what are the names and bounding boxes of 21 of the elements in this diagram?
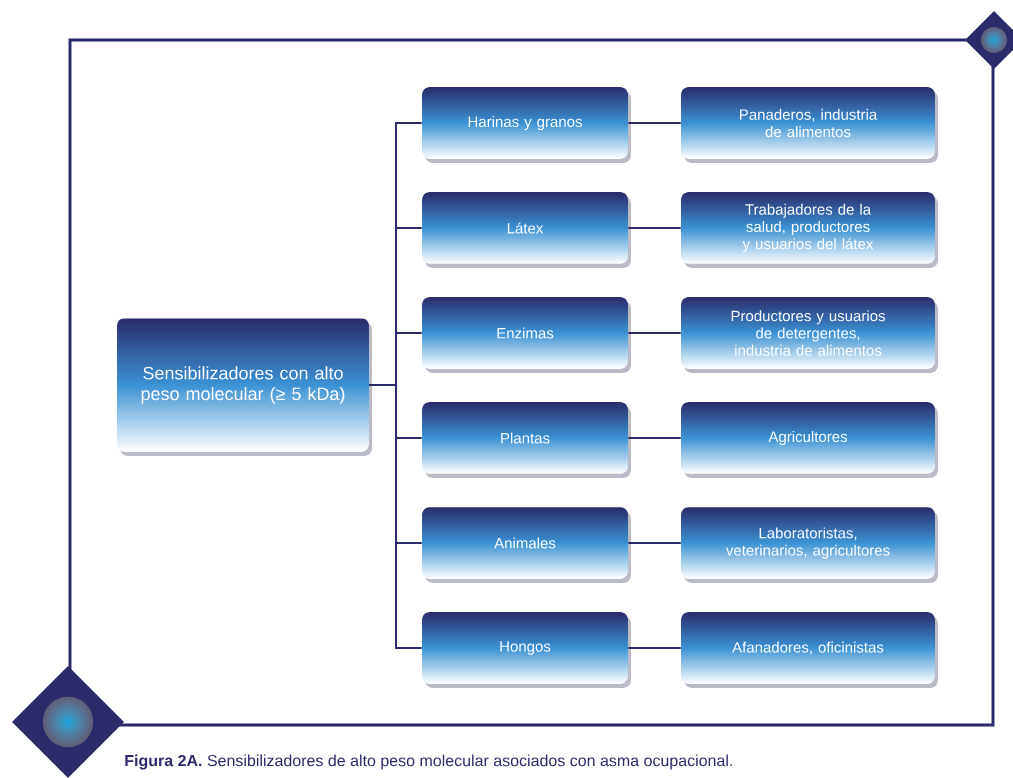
- category-box: Plantas: [422, 402, 631, 478]
- caption: Figura 2A. Sensibilizadores de alto peso molecular asociados con asma ocupacional.: [125, 754, 732, 770]
- category-box: Animales: [422, 507, 631, 583]
- occupation-box: Agricultores: [681, 402, 938, 478]
- occupation-box: Panaderos, industria de alimentos: [681, 87, 938, 163]
- connector: [627, 647, 682, 649]
- category-box: Enzimas: [422, 297, 631, 373]
- connector: [368, 384, 423, 649]
- main-box: Sensibilizadores con alto peso molecular (≥ 5 kDa): [117, 318, 372, 456]
- category-box: Harinas y granos: [422, 87, 631, 163]
- connector: [627, 122, 682, 124]
- occupation-box: Afanadores, oficinistas: [681, 612, 938, 688]
- connector: [627, 227, 682, 229]
- connector: [627, 437, 682, 439]
- occupation-box: Productores y usuarios de detergentes, industria de alimentos: [681, 297, 938, 373]
- connector: [627, 332, 682, 334]
- category-box: Hongos: [422, 612, 631, 688]
- connector: [627, 542, 682, 544]
- category-box: Látex: [422, 192, 631, 268]
- occupation-box: Laboratoristas, veterinarios, agricultores: [681, 507, 938, 583]
- occupation-box: Trabajadores de la salud, productores y usuarios del látex: [681, 192, 938, 268]
